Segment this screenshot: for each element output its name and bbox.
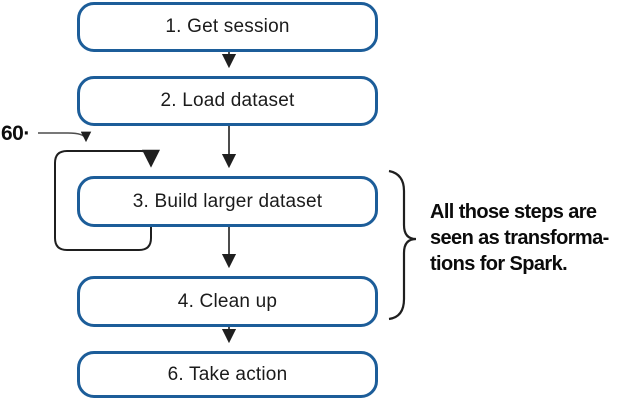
flow-step-take-action: 6. Take action	[77, 351, 378, 398]
flow-step-clean-up: 4. Clean up	[77, 276, 378, 327]
loop-arrow	[54, 149, 160, 251]
flow-step-build-larger-dataset: 3. Build larger dataset	[77, 176, 378, 227]
flow-step-get-session: 1. Get session	[77, 2, 378, 52]
grouping-brace	[388, 169, 417, 321]
flow-step-label: 2. Load dataset	[160, 90, 295, 111]
flow-step-label: 6. Take action	[167, 363, 288, 385]
annotation-line: tions for Spark.	[430, 253, 568, 275]
flow-step-label: 1. Get session	[165, 16, 290, 37]
annotation-line: All those steps are	[430, 201, 597, 223]
flow-step-load-dataset: 2. Load dataset	[77, 76, 378, 126]
annotation-line: seen as transforma-	[430, 227, 609, 249]
annotation-text: All those steps are seen as transforma- …	[430, 199, 609, 277]
flow-step-label: 4. Clean up	[177, 290, 278, 312]
flow-step-label: 3. Build larger dataset	[132, 190, 323, 212]
loop-count-leader-arrow	[38, 131, 92, 143]
loop-count-label: 60·	[1, 122, 30, 145]
